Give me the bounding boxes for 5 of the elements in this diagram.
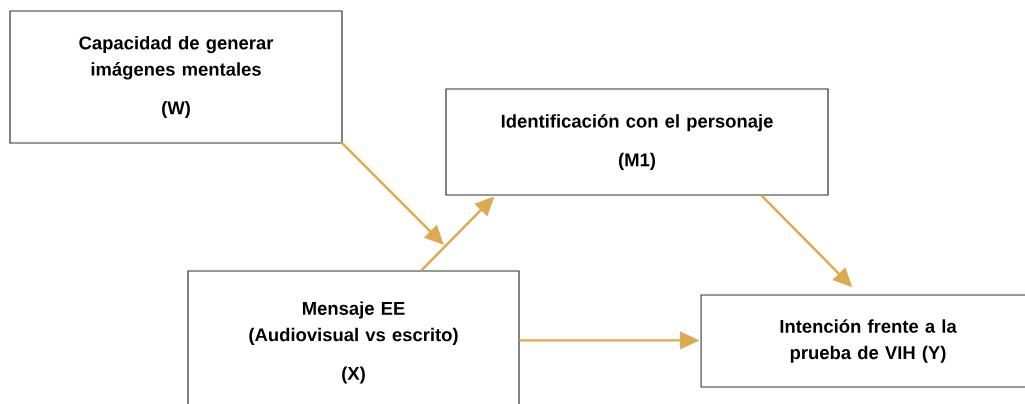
- variable-box: Identificación con el personaje (M1): [445, 88, 829, 196]
- variable-box: Intención frente a la prueba de VIH (Y): [700, 294, 1025, 388]
- variable-box: Capacidad de generar imágenes mentales (W): [9, 10, 343, 144]
- arrow: [340, 141, 444, 245]
- variable-box: Mensaje EE (Audiovisual vs escrito) (X): [187, 270, 520, 404]
